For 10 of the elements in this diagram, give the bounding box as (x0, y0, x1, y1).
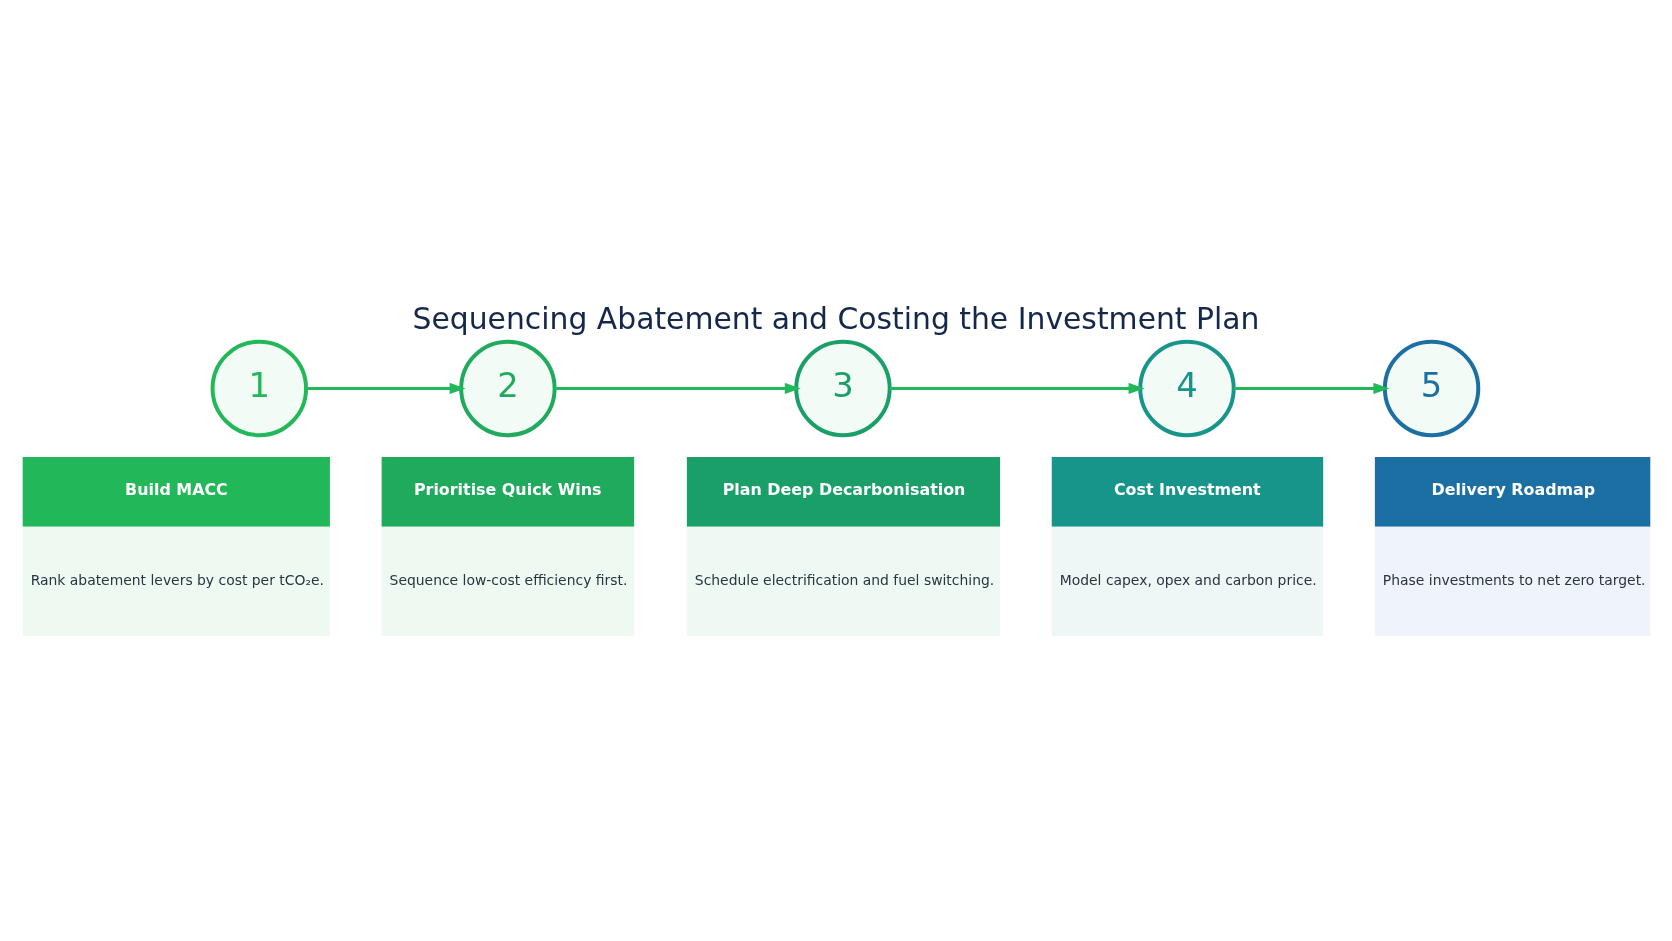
node-circle: 2 (459, 339, 557, 438)
arrow (306, 382, 466, 395)
node-circle: 3 (794, 339, 892, 438)
node-circle: 5 (1382, 339, 1481, 438)
arrow (1233, 382, 1390, 395)
arrow (554, 382, 801, 395)
diagram-title: Sequencing Abatement and Costing the Investment Plan (412, 300, 1260, 336)
node-circle: 4 (1138, 339, 1236, 438)
arrow (890, 382, 1145, 395)
node-circle: 1 (210, 339, 309, 438)
